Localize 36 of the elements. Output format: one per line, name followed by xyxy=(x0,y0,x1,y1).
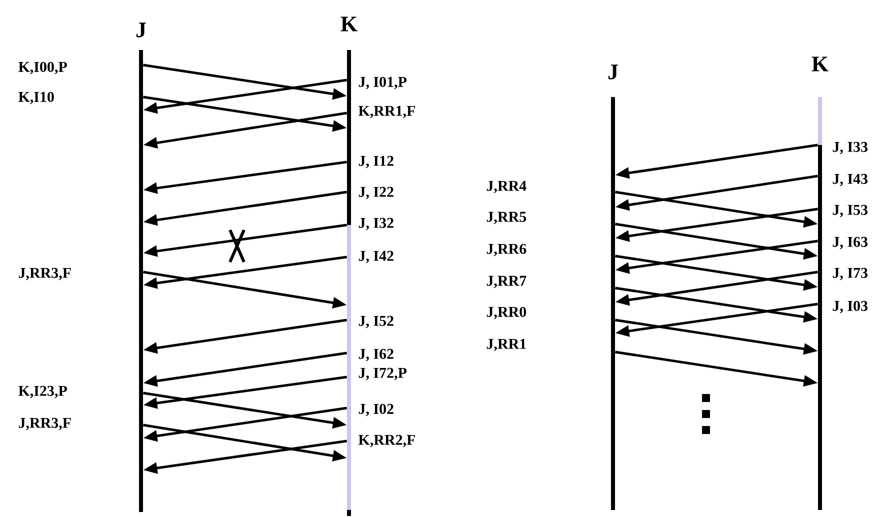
frame-label: J, I42 xyxy=(358,250,394,264)
frame-label: J, I12 xyxy=(358,156,394,168)
frame-label: J,RR4 xyxy=(486,180,526,194)
frame-label: J, I53 xyxy=(832,204,868,218)
frame-label: J,RR1 xyxy=(486,338,526,352)
lifeline-header: K xyxy=(812,56,828,72)
frame-label: J, I72,P xyxy=(358,368,407,380)
frame-label: J, I63 xyxy=(832,236,868,250)
frame-label: J, I73 xyxy=(832,268,868,280)
lifeline xyxy=(139,50,143,512)
lifeline xyxy=(818,97,822,510)
frame-label: J,RR0 xyxy=(486,306,526,320)
frame-label: J, I32 xyxy=(358,218,394,230)
frame-label: J, I52 xyxy=(358,316,394,328)
frame-label: K,RR2,F xyxy=(358,434,415,448)
lifeline-header: J xyxy=(136,22,146,38)
frame-label: J,RR6 xyxy=(486,244,526,256)
frame-label: J,RR7 xyxy=(486,276,526,288)
frame-label: K,I10 xyxy=(18,92,54,104)
frame-label: K,I00,P xyxy=(18,62,67,74)
lifeline-header: J xyxy=(608,64,618,80)
frame-label: J, I01,P xyxy=(358,76,407,90)
frame-label: J,RR3,F xyxy=(18,268,71,280)
frame-label: J,RR3,F xyxy=(18,418,71,430)
lifeline xyxy=(611,97,615,510)
frame-label: J,RR5 xyxy=(486,212,526,224)
frame-label: J, I43 xyxy=(832,174,868,186)
frame-label: J, I62 xyxy=(358,348,394,362)
frame-label: J, I33 xyxy=(832,142,868,154)
frame-label: K,I23,P xyxy=(18,386,67,398)
frame-label: K,RR1,F xyxy=(358,106,415,118)
frame-label: J, I02 xyxy=(358,404,394,416)
frame-label: J, I22 xyxy=(358,186,394,200)
frame-label: J, I03 xyxy=(832,300,868,314)
lifeline-header: K xyxy=(340,16,358,32)
lifeline xyxy=(347,50,351,516)
